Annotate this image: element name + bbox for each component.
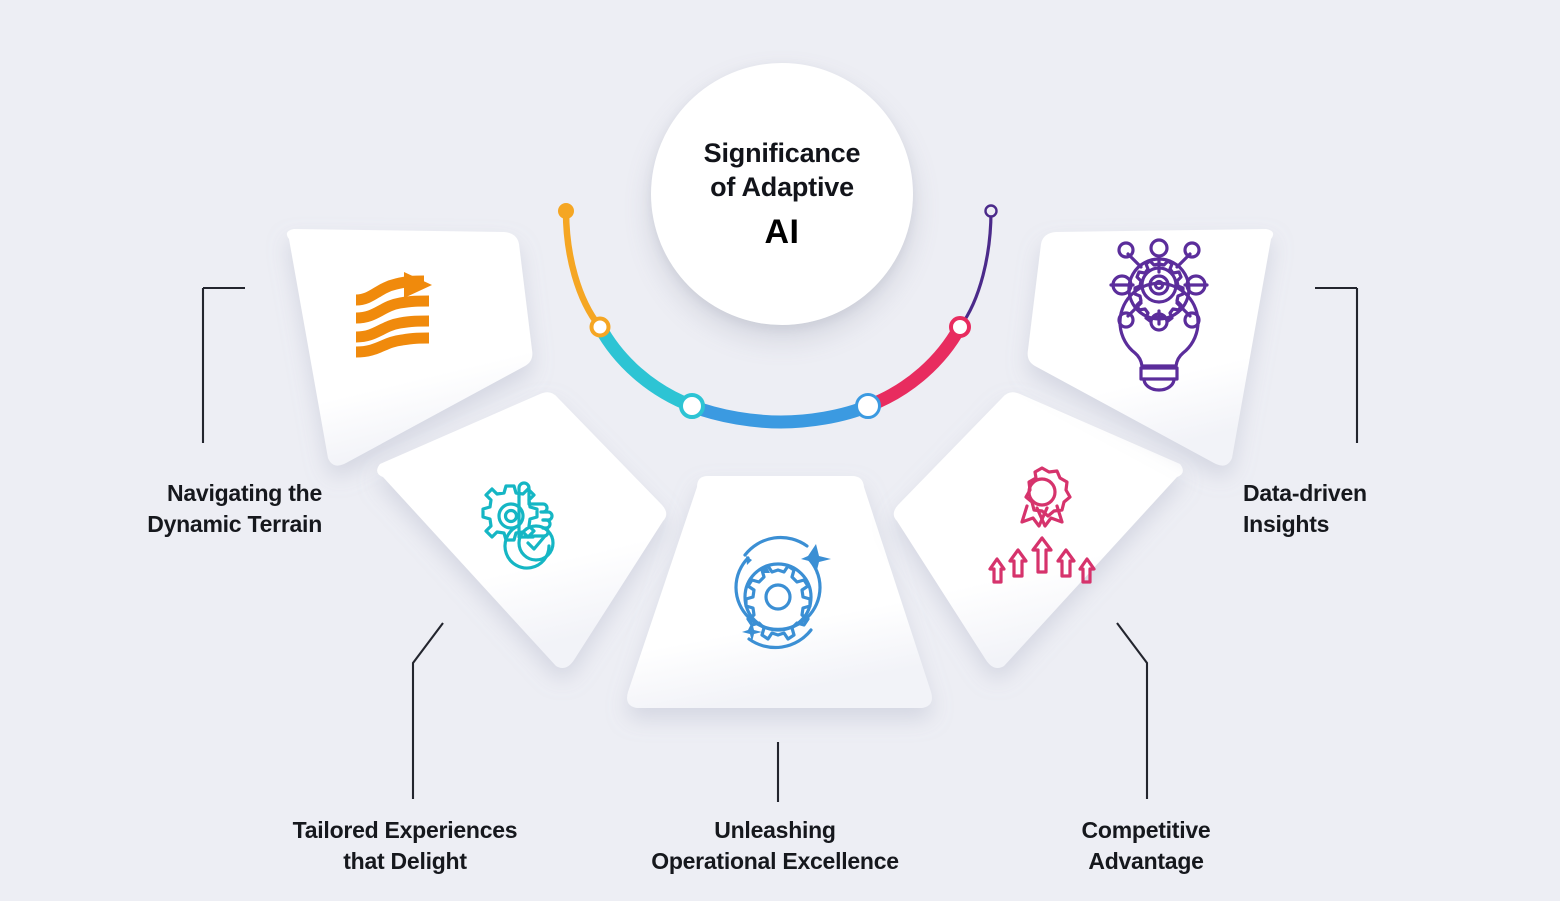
label-navigating-the-dynamic-terrain: Navigating the Dynamic Terrain <box>147 480 322 537</box>
node-orange-teal <box>589 316 611 338</box>
award-ribbon-arrows-icon <box>988 466 1096 584</box>
progress-arc <box>562 207 993 429</box>
card-unleashing-operational-excellence[interactable] <box>627 476 932 708</box>
center-hub: Significance of Adaptive AI <box>651 63 913 325</box>
card-data-driven-insights[interactable] <box>1027 229 1274 466</box>
gear-cycle-sparkle-icon <box>734 535 831 650</box>
card-tailored-experiences-that-delight[interactable] <box>377 392 667 668</box>
connector-elbow-right <box>1315 286 1359 443</box>
lightbulb-network-gear-icon <box>1109 238 1209 392</box>
arc-teal-segment <box>593 320 699 413</box>
label-tailored-experiences-that-delight: Tailored Experiences that Delight <box>292 817 518 874</box>
ascending-bars-arrow-icon <box>355 272 432 358</box>
hub-acronym: AI <box>764 213 800 252</box>
label-data-driven-insights: Data-driven Insights <box>1243 480 1367 537</box>
arc-orange-segment <box>562 207 604 331</box>
label-competitive-advantage: Competitive Advantage <box>1081 817 1211 874</box>
hub-title-line-2: of Adaptive <box>710 172 854 202</box>
node-pink-purple <box>949 316 971 338</box>
connector-elbow-left <box>201 286 245 443</box>
node-blue-pink <box>855 393 881 419</box>
node-teal-blue <box>679 393 705 419</box>
hub-title-line-1: Significance <box>703 137 861 168</box>
label-unleashing-operational-excellence: Unleashing Operational Excellence <box>651 817 899 874</box>
connector-lines <box>201 286 1359 802</box>
node-purple-cap <box>984 204 998 218</box>
connector-bent-right <box>1116 622 1149 799</box>
arc-pink-segment <box>861 320 967 413</box>
connector-bent-left <box>411 622 444 799</box>
arc-nodes <box>558 203 998 419</box>
card-navigating-the-dynamic-terrain[interactable] <box>286 229 533 466</box>
node-orange-cap <box>558 203 574 219</box>
arc-blue-segment <box>685 399 875 429</box>
card-competitive-advantage[interactable] <box>893 392 1183 668</box>
gear-thumbs-up-check-icon <box>481 481 555 570</box>
arc-purple-segment <box>958 209 993 329</box>
